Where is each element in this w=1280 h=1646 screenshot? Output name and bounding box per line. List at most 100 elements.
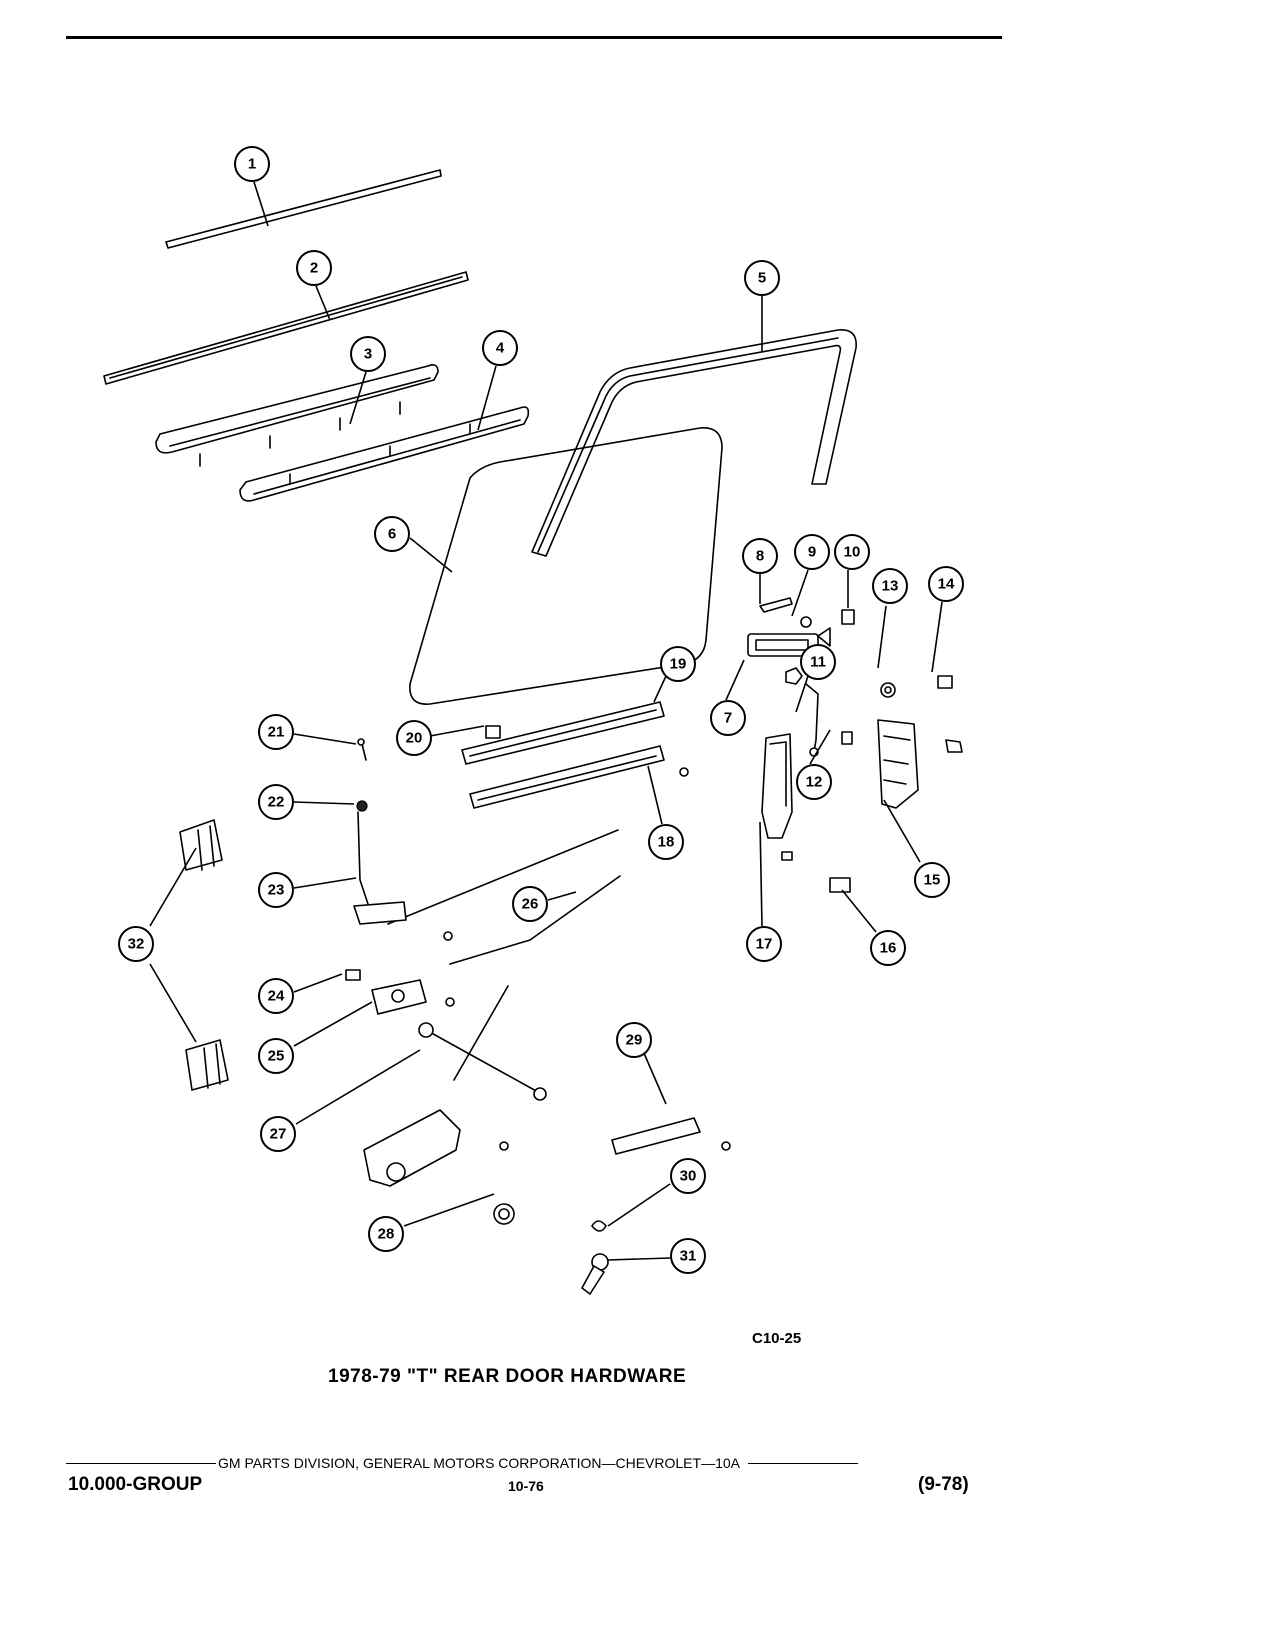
part-23-lock-rod: [353, 811, 619, 941]
part-8-clip: [759, 597, 793, 613]
part-30-retainer-clip: [591, 1220, 607, 1232]
callout-29: 29: [616, 1022, 652, 1058]
svg-text:3: 3: [364, 346, 372, 363]
callout-20: 20: [396, 720, 432, 756]
svg-text:7: 7: [724, 710, 732, 727]
part-15-door-lock: [877, 719, 963, 809]
footer-date: (9-78): [918, 1474, 969, 1495]
callout-32: 32: [118, 926, 154, 962]
part-29-arm-rest-bracket: [611, 1117, 731, 1155]
part-3-sealing-strip: [155, 364, 439, 467]
svg-text:18: 18: [658, 834, 675, 851]
part-22-button: [356, 800, 368, 812]
callout-30: 30: [670, 1158, 706, 1194]
svg-text:4: 4: [496, 340, 505, 357]
svg-text:11: 11: [810, 654, 826, 671]
callout-16: 16: [870, 930, 906, 966]
part-11-nut-and-rod: [785, 667, 819, 757]
callout-10: 10: [834, 534, 870, 570]
part-31-window-crank: [581, 1253, 609, 1295]
svg-text:21: 21: [268, 724, 285, 741]
part-9-rivet: [800, 616, 812, 628]
svg-text:29: 29: [626, 1032, 643, 1049]
svg-text:9: 9: [808, 544, 816, 561]
part-6-door-glass: [409, 427, 723, 705]
callout-5: 5: [744, 260, 780, 296]
callout-22: 22: [258, 784, 294, 820]
footer-group: 10.000-GROUP: [68, 1474, 203, 1495]
callout-21: 21: [258, 714, 294, 750]
part-13-spring: [880, 682, 896, 698]
callout-12: 12: [796, 764, 832, 800]
footer-rule-right: [747, 1462, 858, 1464]
svg-text:6: 6: [388, 526, 396, 543]
callout-28: 28: [368, 1216, 404, 1252]
callout-24: 24: [258, 978, 294, 1014]
callout-15: 15: [914, 862, 950, 898]
svg-text:16: 16: [880, 940, 897, 957]
svg-text:14: 14: [938, 576, 955, 593]
part-27-window-regulator: [363, 985, 547, 1187]
svg-text:19: 19: [670, 656, 687, 673]
svg-text:13: 13: [882, 578, 899, 595]
callout-25: 25: [258, 1038, 294, 1074]
part-21-pin: [357, 738, 367, 761]
callout-26: 26: [512, 886, 548, 922]
svg-text:31: 31: [680, 1248, 697, 1265]
svg-text:2: 2: [310, 260, 318, 277]
callout-13: 13: [872, 568, 908, 604]
callout-1: 1: [234, 146, 270, 182]
part-17-rear-guide: [761, 733, 793, 861]
footer-page-number: 10-76: [508, 1478, 544, 1494]
svg-text:30: 30: [680, 1168, 697, 1185]
callout-4: 4: [482, 330, 518, 366]
part-20-clip: [485, 725, 501, 739]
part-1-weatherstrip: [165, 169, 442, 249]
svg-text:17: 17: [756, 936, 773, 953]
svg-text:8: 8: [756, 548, 764, 565]
part-32-door-hinges: [179, 819, 229, 1091]
svg-text:28: 28: [378, 1226, 395, 1243]
svg-text:24: 24: [268, 988, 285, 1005]
part-12-clip: [841, 731, 853, 745]
callout-17: 17: [746, 926, 782, 962]
part-28-escutcheon: [493, 1203, 515, 1225]
footer-corporation-text: GM PARTS DIVISION, GENERAL MOTORS CORPOR…: [218, 1455, 740, 1471]
svg-text:1: 1: [248, 156, 256, 173]
part-2-weatherstrip: [103, 271, 469, 385]
callout-9: 9: [794, 534, 830, 570]
part-5-window-channel: [531, 329, 857, 557]
svg-text:27: 27: [270, 1126, 287, 1143]
svg-text:23: 23: [268, 882, 285, 899]
part-19-sash-channel: [461, 701, 665, 765]
callout-19: 19: [660, 646, 696, 682]
part-4-sealing-strip: [239, 406, 530, 502]
figure-code: C10-25: [752, 1330, 802, 1347]
svg-text:15: 15: [924, 872, 941, 889]
part-14-bumper: [937, 675, 953, 689]
top-rule: [66, 36, 1002, 39]
part-25-inside-handle: [371, 979, 455, 1015]
svg-text:26: 26: [522, 896, 539, 913]
part-10-clip: [841, 609, 855, 625]
svg-text:22: 22: [268, 794, 285, 811]
callout-8: 8: [742, 538, 778, 574]
callout-2: 2: [296, 250, 332, 286]
footer-corporation-line: GM PARTS DIVISION, GENERAL MOTORS CORPOR…: [66, 1455, 978, 1471]
callout-6: 6: [374, 516, 410, 552]
svg-text:5: 5: [758, 270, 766, 287]
svg-text:20: 20: [406, 730, 423, 747]
svg-text:25: 25: [268, 1048, 285, 1065]
callout-23: 23: [258, 872, 294, 908]
leader-lines: [149, 181, 943, 1261]
callout-31: 31: [670, 1238, 706, 1274]
callout-7: 7: [710, 700, 746, 736]
part-18-sash-channel: [469, 745, 689, 809]
svg-text:12: 12: [806, 774, 823, 791]
callout-27: 27: [260, 1116, 296, 1152]
callout-18: 18: [648, 824, 684, 860]
part-26-inside-rod: [449, 875, 621, 965]
svg-text:32: 32: [128, 936, 145, 953]
part-24-clip: [345, 969, 361, 981]
